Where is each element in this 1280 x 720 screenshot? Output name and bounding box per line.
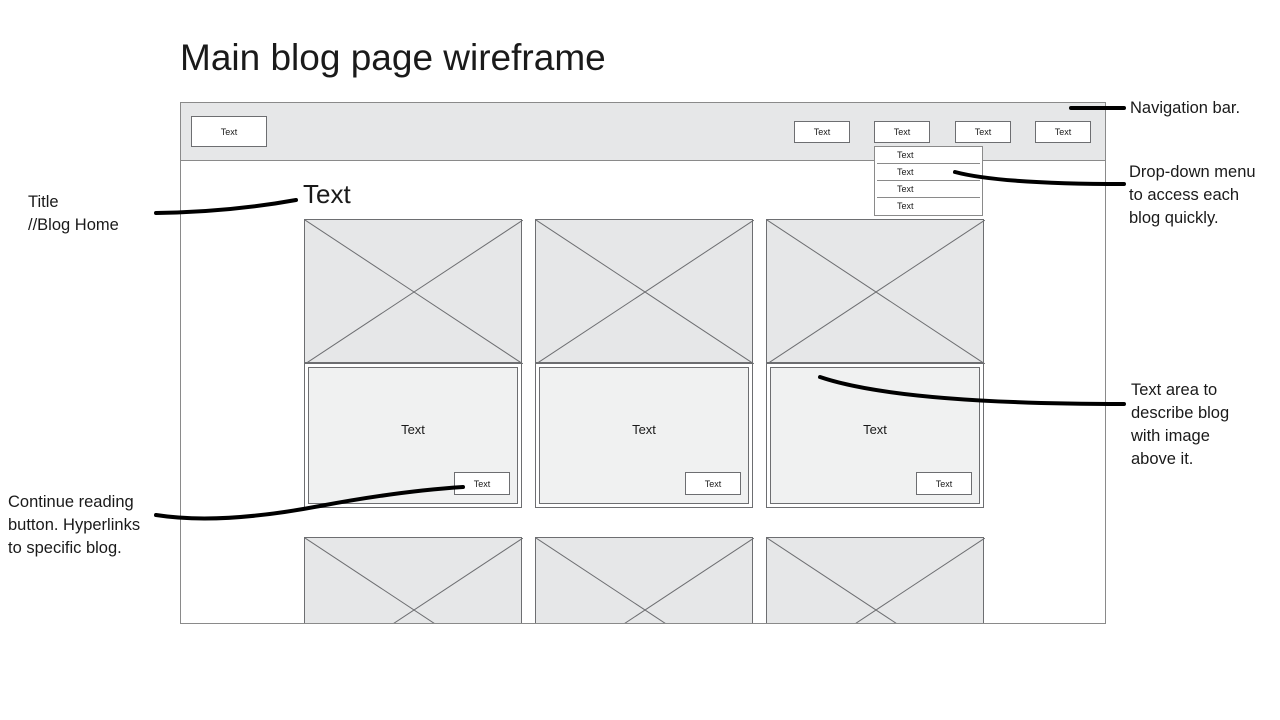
placeholder-cross-icon <box>536 538 754 623</box>
continue-reading-button[interactable]: Text <box>685 472 741 495</box>
annotation-title-line1: Title <box>28 193 59 211</box>
card-text: Text <box>401 422 425 437</box>
nav-item-3[interactable]: Text <box>955 121 1011 143</box>
continue-reading-button[interactable]: Text <box>454 472 510 495</box>
dropdown-item[interactable]: Text <box>877 181 980 198</box>
dropdown-menu: Text Text Text Text <box>874 146 983 216</box>
image-placeholder <box>304 219 523 364</box>
image-placeholder <box>766 537 985 623</box>
annotation-textarea-line1: Text area to <box>1131 381 1218 399</box>
annotation-dropdown-line1: Drop-down menu <box>1129 163 1256 181</box>
card-text: Text <box>863 422 887 437</box>
continue-reading-button[interactable]: Text <box>916 472 972 495</box>
dropdown-pointer <box>953 170 1126 186</box>
image-placeholder <box>535 219 754 364</box>
nav-item-1[interactable]: Text <box>794 121 850 143</box>
text-area: Text Text <box>304 363 522 508</box>
placeholder-cross-icon <box>767 220 985 364</box>
page-title: Main blog page wireframe <box>180 37 606 78</box>
blog-card: Text Text <box>766 219 985 508</box>
title-pointer <box>154 198 298 215</box>
image-placeholder <box>766 219 985 364</box>
continue-pointer <box>154 485 465 521</box>
blog-card: Text Text <box>535 219 754 508</box>
text-area: Text Text <box>535 363 753 508</box>
blog-card: Text Text <box>304 219 523 508</box>
dropdown-item[interactable]: Text <box>877 164 980 181</box>
annotation-dropdown-line3: blog quickly. <box>1129 209 1219 227</box>
image-placeholder <box>535 537 754 623</box>
annotation-continue-line1: Continue reading <box>8 493 134 511</box>
dropdown-item[interactable]: Text <box>877 147 980 164</box>
wireframe-frame: Text Text Text Text Text Text Text Text … <box>180 102 1106 624</box>
logo-box[interactable]: Text <box>191 116 267 147</box>
content-title: Text <box>303 179 351 209</box>
annotation-textarea-line3: with image <box>1131 427 1210 445</box>
nav-item-4[interactable]: Text <box>1035 121 1091 143</box>
annotation-continue-line3: to specific blog. <box>8 539 122 557</box>
text-area: Text Text <box>766 363 984 508</box>
placeholder-cross-icon <box>536 220 754 364</box>
annotation-textarea-line2: describe blog <box>1131 404 1230 422</box>
annotation-continue-line2: button. Hyperlinks <box>8 516 141 534</box>
placeholder-cross-icon <box>305 538 523 623</box>
dropdown-item[interactable]: Text <box>897 201 914 211</box>
image-placeholder <box>304 537 523 623</box>
placeholder-cross-icon <box>305 220 523 364</box>
card-text: Text <box>632 422 656 437</box>
annotation-textarea-line4: above it. <box>1131 450 1194 468</box>
annotation-navigation: Navigation bar. <box>1130 99 1241 117</box>
text-area-inner: Text Text <box>308 367 518 504</box>
nav-item-2[interactable]: Text <box>874 121 930 143</box>
annotation-title-line2: //Blog Home <box>28 216 119 234</box>
textarea-pointer <box>818 375 1126 406</box>
placeholder-cross-icon <box>767 538 985 623</box>
text-area-inner: Text Text <box>539 367 749 504</box>
annotation-dropdown-line2: to access each <box>1129 186 1240 204</box>
